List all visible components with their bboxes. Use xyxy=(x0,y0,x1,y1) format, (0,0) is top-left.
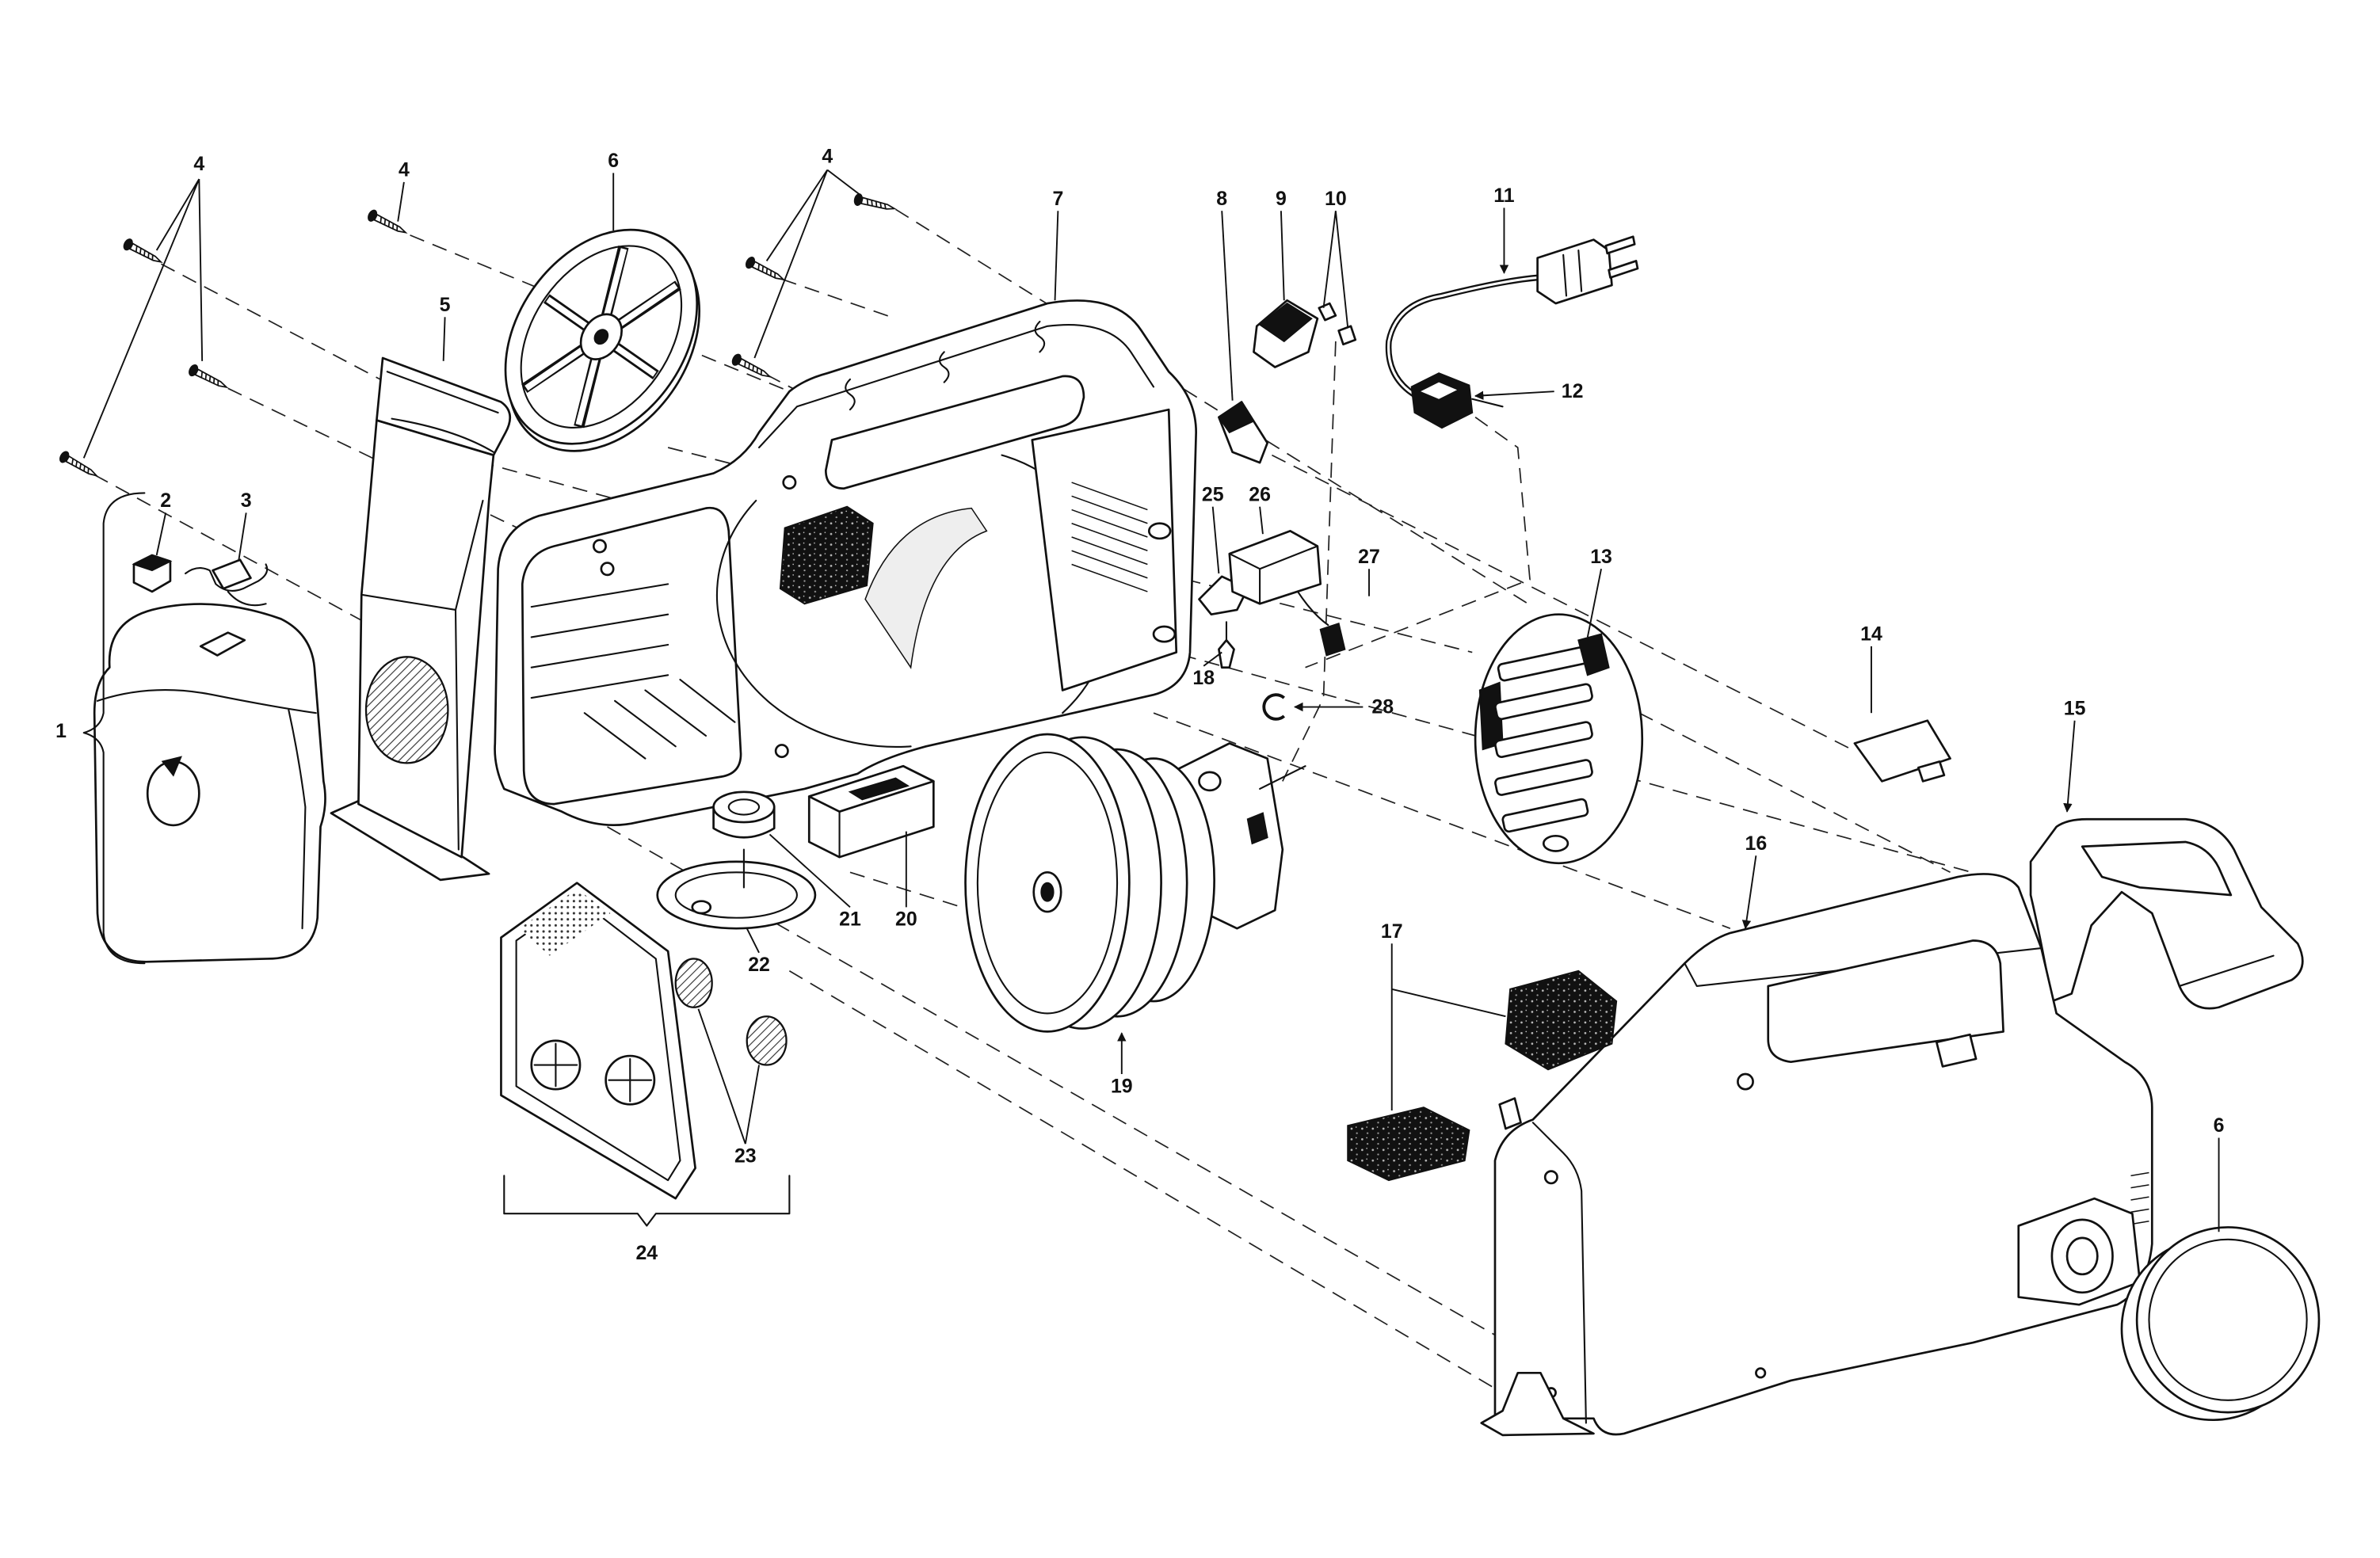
part-3-spring-clip xyxy=(185,558,269,607)
part-28-retaining-ring xyxy=(1262,693,1286,721)
callout-part-25: 25 xyxy=(1202,483,1224,505)
callout-part-17: 17 xyxy=(1381,920,1403,943)
callout-part-2: 2 xyxy=(160,489,171,512)
callout-part-6: 6 xyxy=(608,150,619,172)
part-24-filter-panel xyxy=(500,882,696,1200)
leader-lines xyxy=(82,169,2220,1232)
part-11-power-cord-plug xyxy=(1385,235,1639,401)
callout-part-4: 4 xyxy=(399,159,410,181)
callout-part-14: 14 xyxy=(1860,623,1882,646)
part-26-capacitor xyxy=(1228,530,1346,657)
brace-24 xyxy=(503,1175,791,1227)
callout-part-27: 27 xyxy=(1358,546,1380,568)
callout-part-12: 12 xyxy=(1562,380,1584,402)
part-8-cord-clip xyxy=(1218,401,1269,464)
callout-part-9: 9 xyxy=(1276,188,1287,210)
callout-part-13: 13 xyxy=(1590,546,1612,568)
screw xyxy=(56,448,101,482)
callout-part-20: 20 xyxy=(895,909,917,931)
callout-part-28: 28 xyxy=(1371,696,1394,718)
callout-part-4: 4 xyxy=(193,153,204,175)
part-19-motor xyxy=(964,733,1306,1033)
part-7-main-housing xyxy=(494,299,1198,826)
part-12-strain-relief xyxy=(1410,372,1504,429)
screw xyxy=(729,351,774,383)
callout-part-5: 5 xyxy=(440,294,451,316)
callout-part-1: 1 xyxy=(55,720,67,742)
callout-part-18: 18 xyxy=(1192,667,1215,689)
part-13-vent-cover xyxy=(1474,613,1644,865)
part-2-latch xyxy=(132,554,173,593)
callout-part-24: 24 xyxy=(635,1242,658,1264)
screw xyxy=(120,236,165,269)
callout-part-26: 26 xyxy=(1249,483,1271,505)
callout-part-8: 8 xyxy=(1216,188,1227,210)
callout-part-10: 10 xyxy=(1325,188,1347,210)
part-17-foam-filter xyxy=(1347,969,1618,1182)
part-6-wheel-rear xyxy=(2120,1226,2321,1422)
part-9-switch xyxy=(1253,299,1319,368)
part-10-terminals xyxy=(1318,302,1357,346)
callout-part-16: 16 xyxy=(1745,832,1768,855)
callout-part-22: 22 xyxy=(748,954,770,976)
brace-1 xyxy=(82,492,146,965)
part-5-bag-panel xyxy=(330,356,512,882)
part-15-handle xyxy=(2029,817,2304,1010)
part-20-filter-box xyxy=(807,764,935,859)
part-6-wheel xyxy=(504,228,701,452)
screw xyxy=(185,362,231,394)
screw xyxy=(742,254,788,287)
callout-part-7: 7 xyxy=(1052,188,1063,210)
part-16-rear-housing xyxy=(1480,873,2153,1437)
callout-part-11: 11 xyxy=(1493,185,1514,207)
part-18-connector xyxy=(1218,621,1235,669)
part-22-base-plate xyxy=(656,848,817,930)
part-21-knob xyxy=(712,790,776,839)
part-1-front-cover xyxy=(93,603,326,963)
screw xyxy=(364,207,410,239)
callout-part-15: 15 xyxy=(2064,697,2086,719)
screw xyxy=(852,192,897,216)
part-23-plug-disc xyxy=(674,958,788,1066)
callout-part-21: 21 xyxy=(839,909,861,931)
callout-labels: 4 4 6 4 7 8 9 10 11 12 5 2 3 1 25 26 27 … xyxy=(55,145,2224,1264)
callout-part-23: 23 xyxy=(734,1145,757,1167)
callout-part-6: 6 xyxy=(2214,1114,2225,1137)
callout-part-4: 4 xyxy=(822,145,833,167)
callout-part-3: 3 xyxy=(241,489,252,512)
part-14-cover-plate xyxy=(1853,719,1951,783)
callout-part-19: 19 xyxy=(1111,1075,1133,1097)
